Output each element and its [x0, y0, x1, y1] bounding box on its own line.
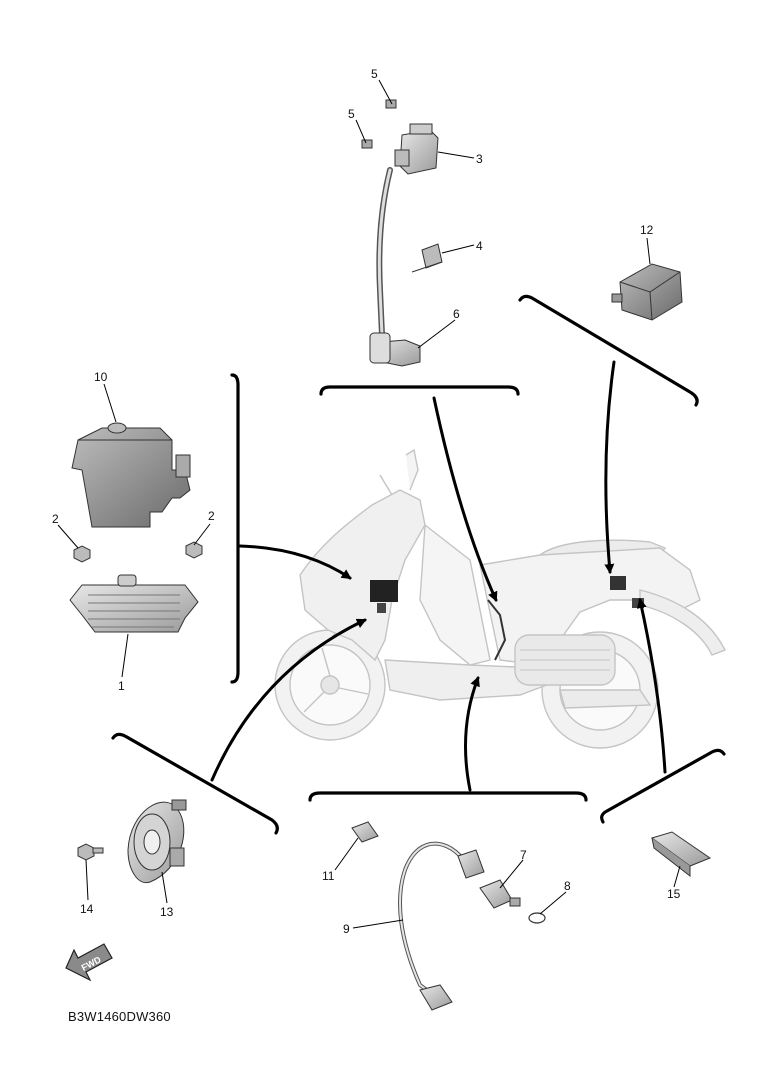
callout-15: 15	[667, 887, 681, 901]
callout-1: 1	[118, 679, 125, 693]
diagram-code: B3W1460DW360	[68, 1009, 171, 1024]
callout-14: 14	[80, 902, 94, 916]
part-7-switch	[479, 879, 521, 909]
callout-2a: 2	[52, 512, 59, 526]
part-13-horn	[127, 799, 187, 884]
pointer-arrows	[210, 360, 667, 792]
part-10-cdi-unit	[71, 422, 191, 528]
part-15-part	[650, 831, 712, 878]
callout-2b: 2	[208, 509, 215, 523]
callout-10: 10	[94, 370, 108, 384]
part-12-relay	[611, 263, 683, 321]
fwd-arrow-icon: FWD	[65, 943, 113, 982]
callout-9: 9	[343, 922, 350, 936]
part-2-bolts	[73, 541, 203, 563]
part-8-washer	[528, 912, 546, 924]
scooter-outline	[274, 448, 726, 749]
part-9-sensor-lead	[398, 841, 485, 1011]
part-3-ignition-coil	[394, 123, 439, 175]
callout-8: 8	[564, 879, 571, 893]
callout-4: 4	[476, 239, 483, 253]
callout-labels: 5 5 3 4 6 12 10 2 2 1 11 7 8 9 14 13 15	[52, 67, 681, 936]
callout-5a: 5	[371, 67, 378, 81]
callout-7: 7	[520, 848, 527, 862]
group-dividers	[111, 294, 726, 835]
callout-12: 12	[640, 223, 654, 237]
part-11-sensor	[351, 821, 379, 843]
part-14-bolt	[77, 843, 104, 861]
part-5-bolts	[361, 99, 397, 149]
part-6-spark-plug-cap	[369, 167, 421, 367]
part-1-rectifier	[69, 574, 199, 633]
callout-5b: 5	[348, 107, 355, 121]
scooter-highlighted-parts	[370, 576, 644, 661]
callout-13: 13	[160, 905, 174, 919]
callout-6: 6	[453, 307, 460, 321]
callout-11: 11	[322, 869, 335, 883]
callout-3: 3	[476, 152, 483, 166]
part-4-clamp	[411, 243, 443, 273]
leader-lines	[57, 79, 681, 929]
